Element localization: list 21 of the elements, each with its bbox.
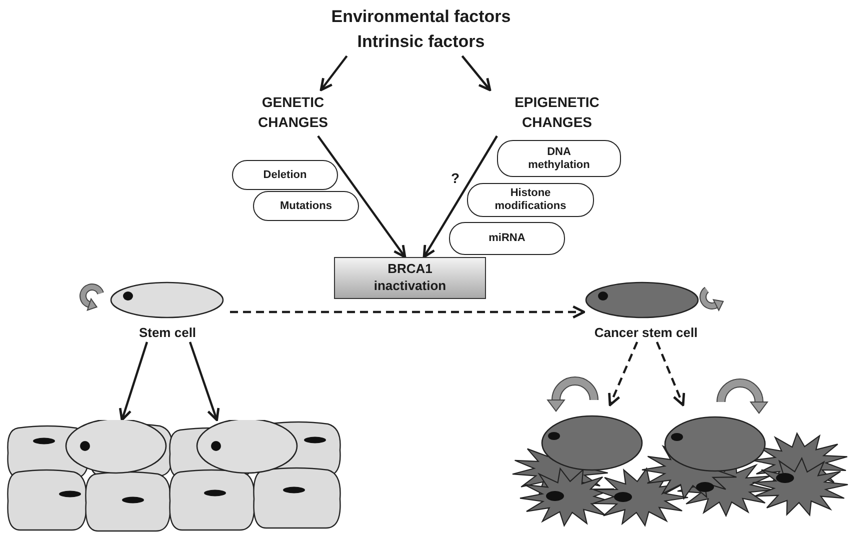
heading-text: Environmental factors Intrinsic factors [318,2,524,56]
arrow [230,305,586,319]
arrow [317,135,406,258]
pill-box: DNA methylation [497,140,621,177]
arrow [461,55,492,92]
arrow [320,55,348,92]
cell-label: Cancer stem cell [594,325,698,340]
arrow [608,342,638,406]
category-label: GENETIC CHANGES [243,90,343,136]
pill-box: Mutations [253,191,359,221]
category-label: EPIGENETIC CHANGES [478,90,636,136]
cell-label: Stem cell [138,325,196,340]
pill-box: Deletion [232,160,338,190]
arrow [656,342,686,406]
pill-box: Histone modifications [467,183,594,217]
arrow [118,342,148,422]
process-box: BRCA1 inactivation [334,257,486,299]
arrow [422,135,498,258]
arrow [188,342,220,422]
pill-box: miRNA [449,222,565,255]
edge-label: ? [450,170,461,186]
